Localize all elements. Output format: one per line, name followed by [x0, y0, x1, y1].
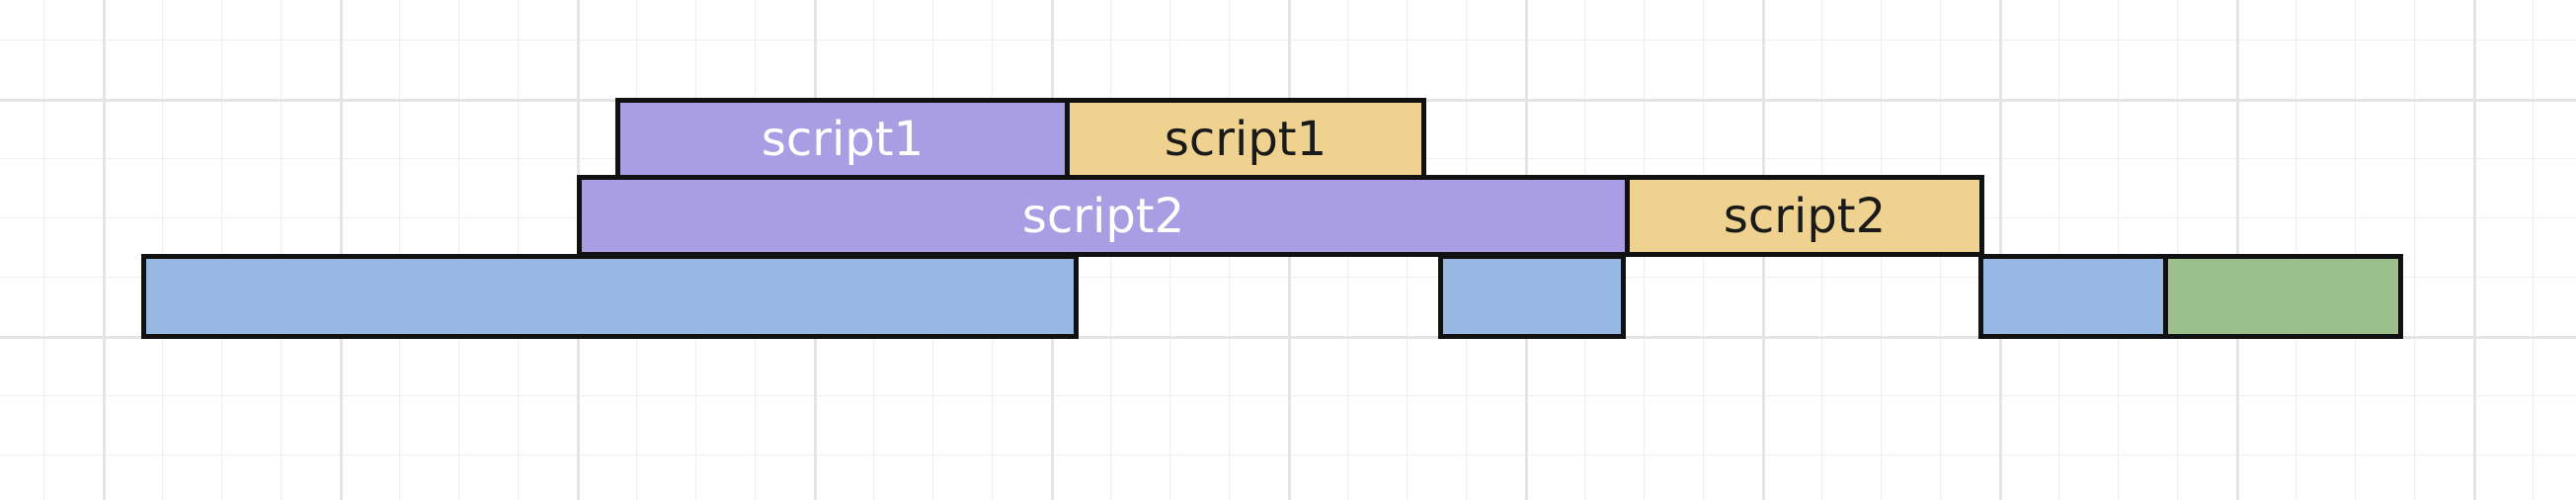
script2-download-label: script2	[1021, 188, 1185, 244]
script1-download-block: script1	[615, 98, 1070, 180]
script2-execute-label: script2	[1723, 188, 1887, 244]
main-thread-block-1	[141, 254, 1079, 339]
script2-execute-block: script2	[1625, 175, 1984, 257]
main-thread-block-2	[1438, 254, 1626, 339]
script1-execute-label: script1	[1164, 111, 1328, 167]
script2-download-block: script2	[577, 175, 1630, 257]
script1-download-label: script1	[761, 111, 925, 167]
main-thread-block-3	[1978, 254, 2168, 339]
main-thread-block-4	[2163, 254, 2403, 339]
script1-execute-block: script1	[1065, 98, 1426, 180]
